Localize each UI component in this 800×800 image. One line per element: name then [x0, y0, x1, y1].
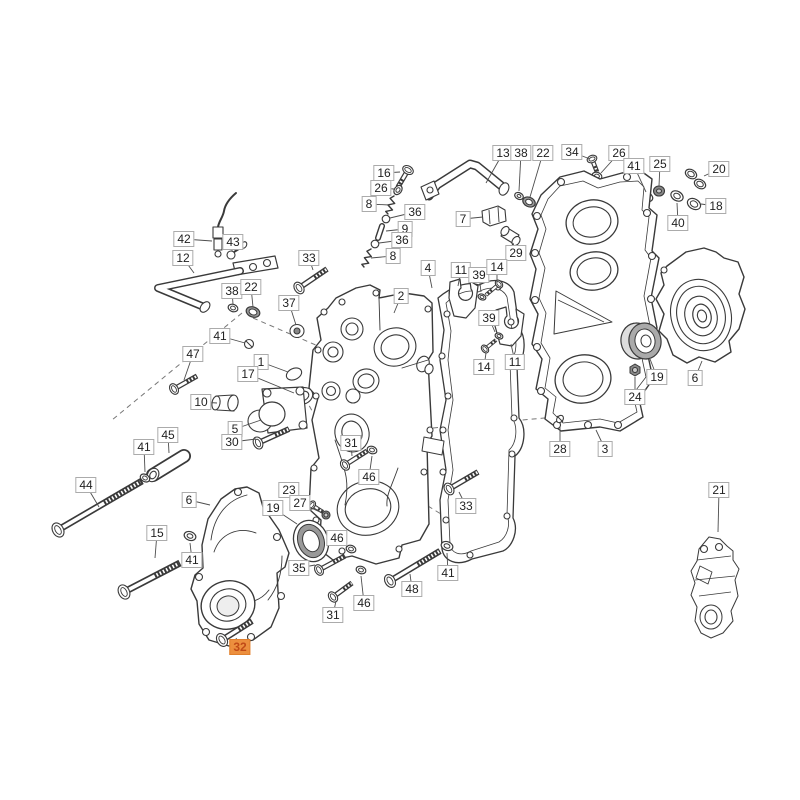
part-callout[interactable]: 36 — [404, 204, 426, 220]
part-callout[interactable]: 46 — [326, 530, 348, 546]
part-callout[interactable]: 7 — [455, 211, 471, 227]
part-callout[interactable]: 47 — [182, 346, 204, 362]
part-callout[interactable]: 28 — [549, 441, 571, 457]
part-callout[interactable]: 34 — [561, 144, 583, 160]
part-callout[interactable]: 41 — [181, 552, 203, 568]
part-callout[interactable]: 8 — [385, 248, 401, 264]
part-callout[interactable]: 8 — [361, 196, 377, 212]
part-callout[interactable]: 48 — [401, 581, 423, 597]
part-callout[interactable]: 19 — [646, 369, 668, 385]
part-callout[interactable]: 12 — [172, 250, 194, 266]
part-callout[interactable]: 18 — [705, 198, 727, 214]
part-callout[interactable]: 46 — [358, 469, 380, 485]
part-callout[interactable]: 46 — [353, 595, 375, 611]
part-callout[interactable]: 26 — [370, 180, 392, 196]
part-callout[interactable]: 30 — [221, 434, 243, 450]
part-callout[interactable]: 4 — [420, 260, 436, 276]
part-callout[interactable]: 41 — [437, 565, 459, 581]
part-callout-highlighted[interactable]: 32 — [229, 639, 251, 655]
part-callout[interactable]: 14 — [473, 359, 495, 375]
part-callout[interactable]: 16 — [373, 165, 395, 181]
part-callout[interactable]: 31 — [340, 435, 362, 451]
part-callout[interactable]: 23 — [278, 482, 300, 498]
part-callout[interactable]: 6 — [181, 492, 197, 508]
part-callout[interactable]: 26 — [608, 145, 630, 161]
part-callout[interactable]: 10 — [190, 394, 212, 410]
part-callout[interactable]: 19 — [262, 500, 284, 516]
part-callout[interactable]: 31 — [322, 607, 344, 623]
part-callout[interactable]: 29 — [505, 245, 527, 261]
part-callout[interactable]: 38 — [510, 145, 532, 161]
part-callout[interactable]: 40 — [667, 215, 689, 231]
part-callout[interactable]: 21 — [708, 482, 730, 498]
part-callout[interactable]: 43 — [222, 234, 244, 250]
part-callout[interactable]: 6 — [687, 370, 703, 386]
part-callout[interactable]: 44 — [75, 477, 97, 493]
part-callout[interactable]: 25 — [649, 156, 671, 172]
part-callout[interactable]: 45 — [157, 427, 179, 443]
part-callout[interactable]: 35 — [288, 560, 310, 576]
part-callout[interactable]: 17 — [237, 366, 259, 382]
part-callout[interactable]: 37 — [278, 295, 300, 311]
part-callout[interactable]: 24 — [624, 389, 646, 405]
part-callout[interactable]: 15 — [146, 525, 168, 541]
part-callout[interactable]: 11 — [504, 354, 526, 370]
part-callout[interactable]: 39 — [478, 310, 500, 326]
part-callout[interactable]: 22 — [240, 279, 262, 295]
part-callout[interactable]: 38 — [221, 283, 243, 299]
part-callout[interactable]: 27 — [289, 495, 311, 511]
part-callout[interactable]: 14 — [486, 259, 508, 275]
part-callout[interactable]: 41 — [623, 158, 645, 174]
part-callout[interactable]: 22 — [532, 145, 554, 161]
part-callout[interactable]: 36 — [391, 232, 413, 248]
part-callout[interactable]: 3 — [597, 441, 613, 457]
part-callout[interactable]: 20 — [708, 161, 730, 177]
part-callout[interactable]: 2 — [393, 288, 409, 304]
part-callout[interactable]: 41 — [133, 439, 155, 455]
part-callout[interactable]: 39 — [468, 267, 490, 283]
part-callout[interactable]: 33 — [455, 498, 477, 514]
part-callout[interactable]: 41 — [209, 328, 231, 344]
part-callout[interactable]: 42 — [173, 231, 195, 247]
part-callout[interactable]: 33 — [298, 250, 320, 266]
